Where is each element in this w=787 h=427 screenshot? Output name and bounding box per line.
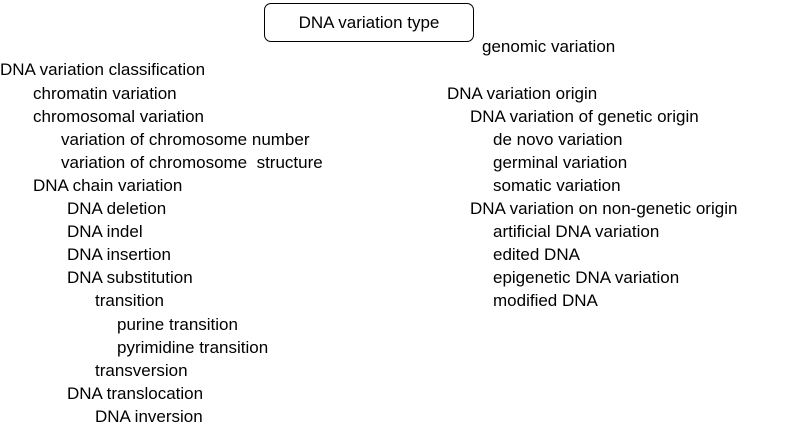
node-epigenetic-dna-variation: epigenetic DNA variation	[493, 268, 680, 287]
node-purine-transition: purine transition	[117, 315, 238, 334]
node-somatic-variation: somatic variation	[493, 176, 621, 195]
node-genomic-variation: genomic variation	[482, 37, 616, 56]
node-dna-variation-origin: DNA variation origin	[447, 84, 598, 103]
node-chromatin-variation: chromatin variation	[33, 84, 177, 103]
node-chromosomal-variation: chromosomal variation	[33, 107, 205, 126]
node-dna-translocation: DNA translocation	[67, 384, 204, 403]
node-dna-insertion: DNA insertion	[67, 245, 171, 264]
node-transition: transition	[95, 291, 164, 310]
node-edited-dna: edited DNA	[493, 245, 580, 264]
node-artificial-dna-variation: artificial DNA variation	[493, 222, 660, 241]
root-node-dna-variation-type: DNA variation type	[264, 3, 474, 42]
node-transversion: transversion	[95, 361, 188, 380]
node-dna-chain-variation: DNA chain variation	[33, 176, 183, 195]
node-chromosome-number: variation of chromosome number	[61, 130, 310, 149]
node-pyrimidine-transition: pyrimidine transition	[117, 338, 269, 357]
root-node-label: DNA variation type	[298, 12, 440, 32]
node-chromosome-structure: variation of chromosome structure	[61, 153, 323, 172]
node-de-novo-variation: de novo variation	[493, 130, 623, 149]
node-non-genetic-origin: DNA variation on non-genetic origin	[470, 199, 738, 218]
node-genetic-origin: DNA variation of genetic origin	[470, 107, 699, 126]
node-dna-substitution: DNA substitution	[67, 268, 193, 287]
node-dna-inversion: DNA inversion	[95, 407, 203, 426]
node-dna-indel: DNA indel	[67, 222, 143, 241]
node-dna-variation-classification: DNA variation classification	[0, 60, 206, 79]
node-germinal-variation: germinal variation	[493, 153, 628, 172]
node-modified-dna: modified DNA	[493, 291, 598, 310]
node-dna-deletion: DNA deletion	[67, 199, 167, 218]
